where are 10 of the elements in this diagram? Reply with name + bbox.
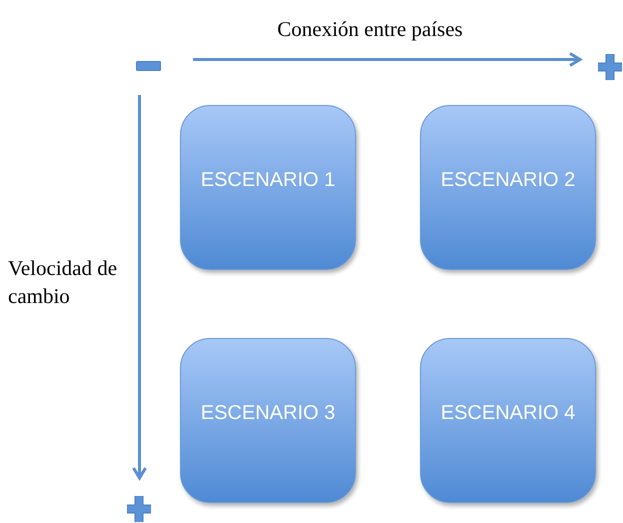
axis-label: Velocidad de cambio [8, 255, 118, 310]
scenario-label: ESCENARIO 1 [200, 168, 336, 192]
scenario-label: ESCENARIO 4 [440, 400, 576, 426]
scenario-label: ESCENARIO 3 [200, 400, 336, 426]
scenario-box [180, 105, 356, 270]
axis-label: Conexión entre países [276, 16, 464, 43]
scenario-box [420, 105, 596, 270]
scenario-box [420, 338, 596, 503]
scenario-label: ESCENARIO 2 [440, 168, 576, 192]
scenario-box [180, 338, 356, 503]
